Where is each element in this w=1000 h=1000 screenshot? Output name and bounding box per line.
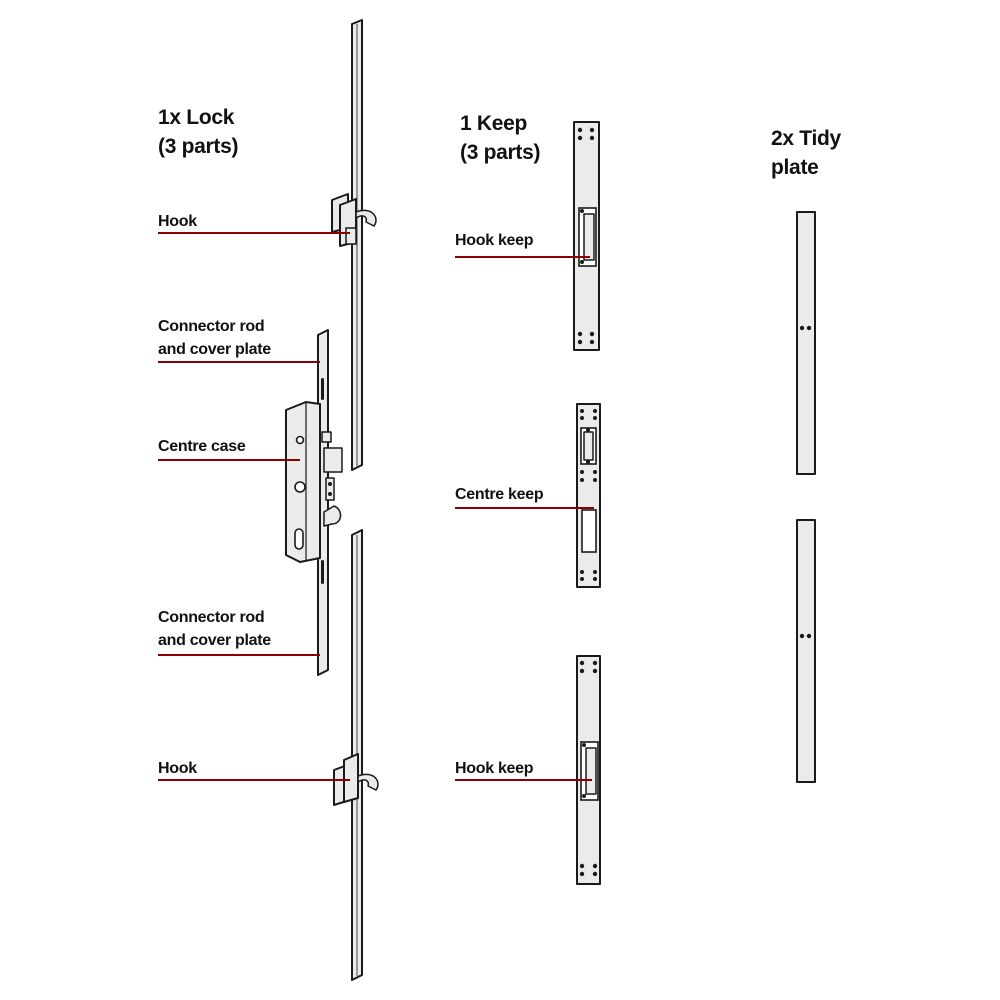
label-centre-keep: Centre keep <box>455 486 594 509</box>
svg-text:Hook keep: Hook keep <box>455 232 534 249</box>
svg-text:Connector rod: Connector rod <box>158 609 264 626</box>
label-centre-case: Centre case <box>158 438 300 461</box>
keep-heading-line1: 1 Keep <box>460 112 527 135</box>
svg-text:Hook: Hook <box>158 760 197 777</box>
centre-keep <box>576 403 601 588</box>
keep-heading: 1 Keep (3 parts) <box>460 112 540 164</box>
label-hook-keep-top: Hook keep <box>455 232 590 258</box>
svg-text:Hook keep: Hook keep <box>455 760 534 777</box>
label-hook-bottom: Hook <box>158 760 350 781</box>
hook-keep-bottom <box>576 655 601 885</box>
svg-text:and cover plate: and cover plate <box>158 632 271 649</box>
lock-heading: 1x Lock (3 parts) <box>158 106 238 158</box>
svg-text:Hook: Hook <box>158 213 197 230</box>
top-connector-rod <box>351 19 363 471</box>
svg-text:Centre case: Centre case <box>158 438 246 455</box>
hook-keep-top <box>573 121 600 351</box>
lock-heading-line1: 1x Lock <box>158 106 235 129</box>
label-hook-keep-bottom: Hook keep <box>455 760 592 781</box>
tidy-heading-line1: 2x Tidy <box>771 127 842 150</box>
centre-case <box>285 401 343 563</box>
label-connector-top: Connector rod and cover plate <box>158 318 320 363</box>
label-connector-bottom: Connector rod and cover plate <box>158 609 320 656</box>
label-hook-top: Hook <box>158 213 350 234</box>
tidy-plate-top <box>796 211 816 475</box>
tidy-heading: 2x Tidy plate <box>771 127 842 179</box>
svg-text:Connector rod: Connector rod <box>158 318 264 335</box>
svg-text:and cover plate: and cover plate <box>158 341 271 358</box>
tidy-heading-line2: plate <box>771 156 819 179</box>
lock-heading-line2: (3 parts) <box>158 135 238 158</box>
keep-heading-line2: (3 parts) <box>460 141 540 164</box>
top-hook-assembly <box>331 193 377 247</box>
svg-text:Centre keep: Centre keep <box>455 486 544 503</box>
bottom-hook-assembly <box>333 753 379 806</box>
tidy-plate-bottom <box>796 519 816 783</box>
